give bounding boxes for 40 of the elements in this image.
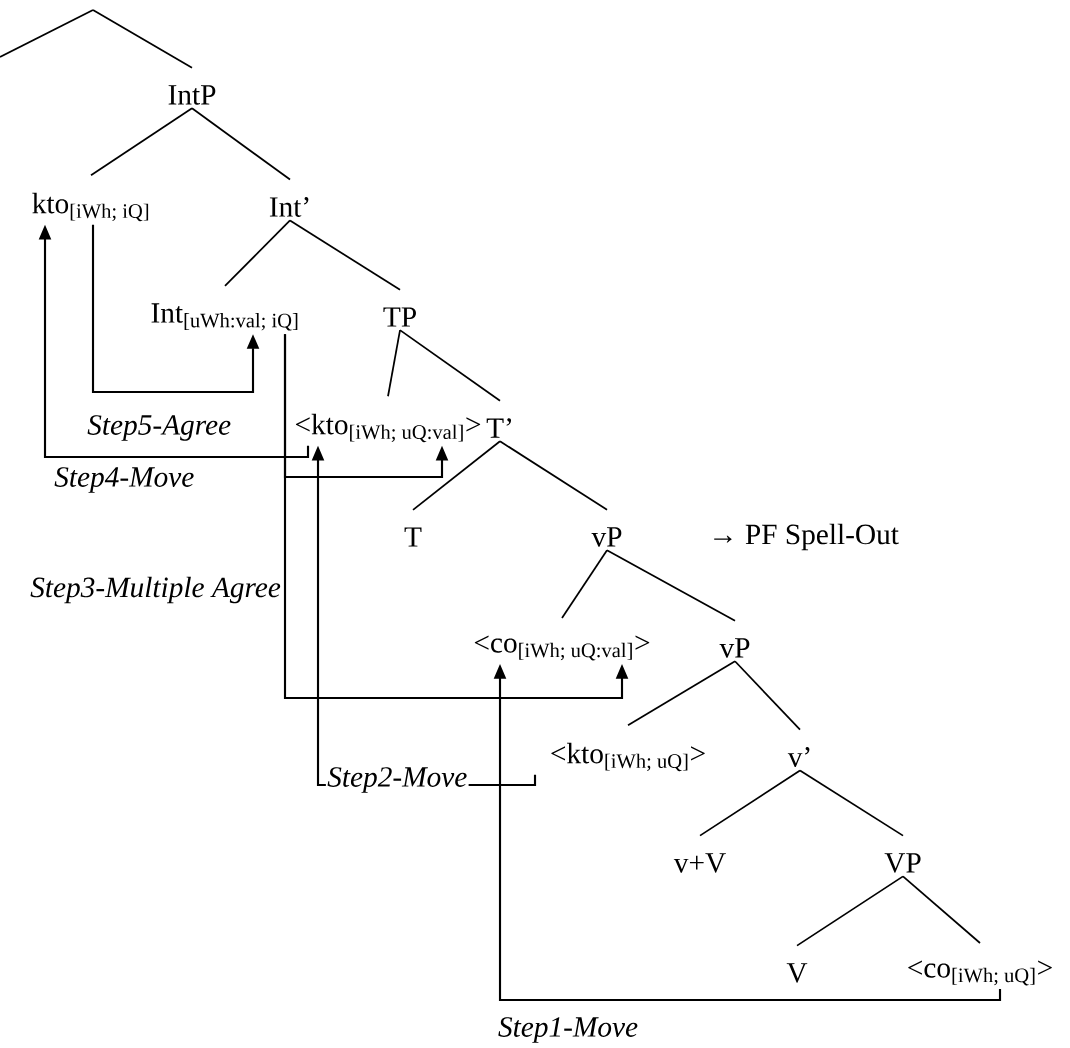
branch-line [606, 549, 736, 622]
edge-label: Step2-Move [325, 765, 469, 795]
tree-label: $\text{Int}_{\text{[uWh:val; iQ]}}$ [151, 303, 298, 331]
branch-line [902, 875, 981, 944]
tree-label: $\text{IntP}$ [168, 85, 216, 105]
edge-label: Step5-Agree [85, 413, 233, 443]
branch-line [499, 440, 608, 511]
tree-label: $\text{<co}_{\text{[iWh; uQ]}}\text{>}$ [908, 960, 1052, 986]
branch-line [92, 9, 193, 69]
tree-label: $\text{<kto}_{\text{[iWh; uQ]}}\text{>}$ [551, 742, 705, 772]
branch-line [796, 875, 904, 947]
branch-line [289, 219, 401, 291]
tree-label: $\text{VP}$ [884, 853, 921, 873]
branch-line [799, 769, 904, 837]
branch-line [699, 769, 801, 837]
tree-label: $\text{v+V}$ [673, 853, 726, 873]
tree-label: $\text{V}$ [786, 963, 808, 983]
branch-line [399, 329, 501, 402]
edge-label: Step3-Multiple Agree [28, 575, 283, 605]
branch-line [387, 329, 401, 398]
tree-label: $\text{vP}$ [591, 527, 622, 547]
branch-line [561, 549, 608, 619]
branch-line [224, 219, 291, 287]
spell-out-note: → PF Spell-Out [714, 523, 899, 551]
branch-line [412, 440, 501, 511]
tree-label: $\text{<kto}_{\text{[iWh; uQ:val]}}\text{>}$ [296, 413, 481, 443]
tree-label: $\text{<co}_{\text{[iWh; uQ:val]}}\text{>}$ [474, 635, 650, 661]
tree-label: $\text{Int'}$ [269, 197, 309, 217]
branch-line [191, 107, 291, 181]
tree-label: $\text{T}$ [404, 527, 422, 547]
edge-label: Step1-Move [496, 1015, 640, 1045]
tree-label: $\text{vP}$ [719, 638, 750, 658]
tree-label: $\text{kto}_{\text{[iWh; iQ]}}$ [32, 192, 149, 222]
tree-label: $\text{v'}$ [787, 747, 810, 767]
branch-line [90, 107, 193, 177]
edge-label: Step4-Move [52, 465, 196, 495]
branch-line [627, 660, 736, 727]
tree-label: $\text{TP}$ [383, 307, 416, 327]
branch-line [734, 660, 801, 731]
tree-label: $\text{T'}$ [486, 418, 512, 438]
